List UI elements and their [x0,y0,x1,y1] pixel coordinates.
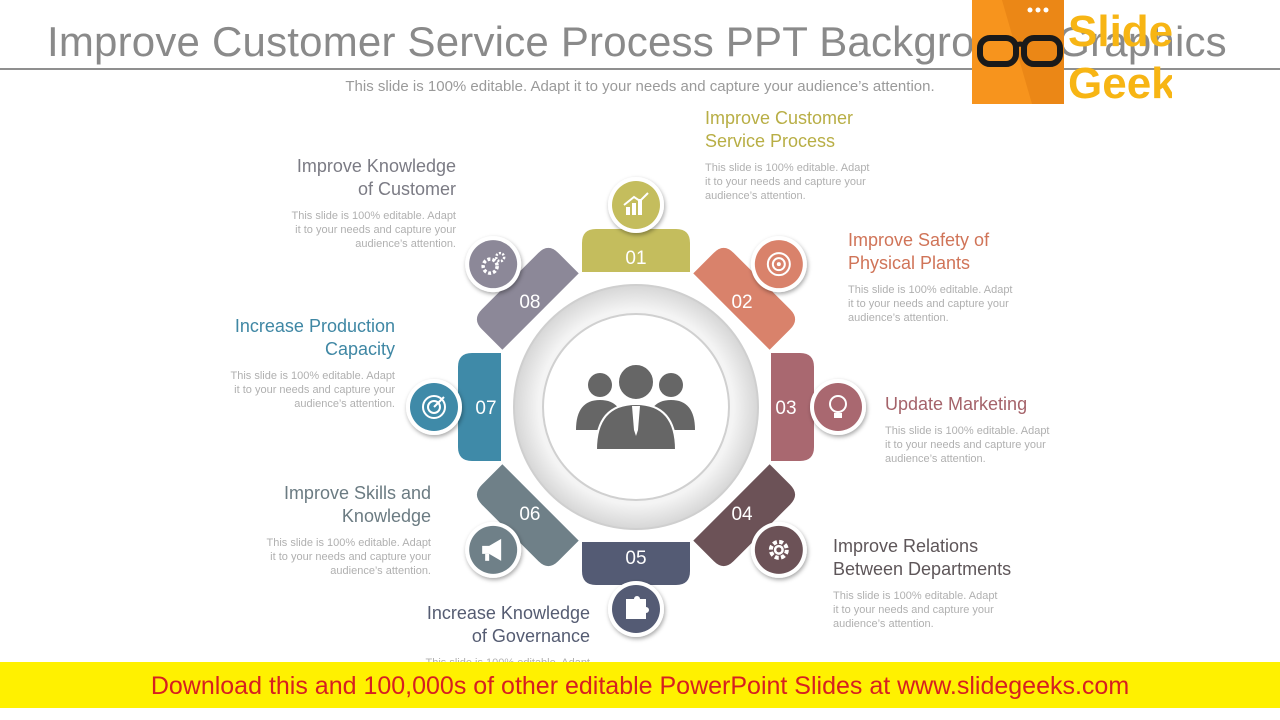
segment-04 [693,464,796,567]
segment-07 [458,353,501,461]
growth-chart-icon [608,177,664,233]
title-divider [0,68,1280,70]
segment-05-number: 05 [625,548,646,569]
segment-06-number: 06 [519,504,540,525]
glasses-icon [977,35,1063,67]
target-icon [750,236,807,293]
logo-line1: Slide [1068,7,1172,56]
segment-07-number: 07 [475,398,496,419]
gear-icon [750,521,807,578]
segment-02 [693,247,796,350]
download-banner[interactable]: Download this and 100,000s of other edit… [0,662,1280,708]
gears-icon [465,236,522,293]
slide-subtitle: This slide is 100% editable. Adapt it to… [345,78,935,95]
logo-line2: Geeks [1068,59,1172,104]
segment-04-number: 04 [731,504,753,525]
segment-08 [476,247,579,350]
item-03-title: Update Marketing [885,394,1028,414]
segment-03-number: 03 [775,398,796,419]
target-arrow-icon [406,379,462,435]
segment-06 [476,464,579,567]
segment-08-number: 08 [519,292,540,313]
segment-03 [771,353,814,461]
download-banner-text[interactable]: Download this and 100,000s of other edit… [150,672,1130,700]
lightbulb-icon [810,379,866,435]
bottom-strip [0,708,1280,720]
team-people-icon [576,363,695,451]
puzzle-icon [608,581,664,637]
segment-05 [582,542,690,585]
slidegeeks-logo[interactable]: Slide Geeks [972,0,1172,104]
megaphone-icon [465,521,522,578]
segment-02-number: 02 [731,292,752,313]
segment-01-number: 01 [625,248,646,269]
item-03-label: Update Marketing This slide is 100% edit… [885,393,1075,466]
segment-01 [582,229,690,272]
